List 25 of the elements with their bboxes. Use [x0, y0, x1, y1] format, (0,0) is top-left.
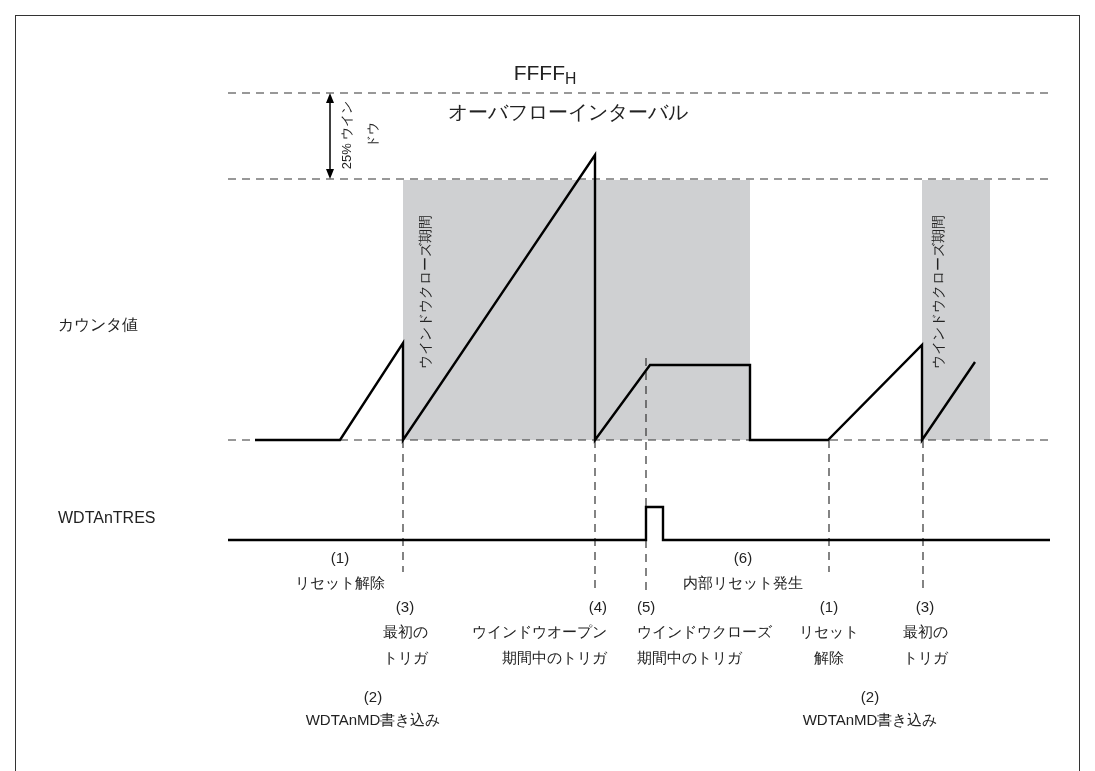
callout-number: (5): [637, 597, 656, 617]
callout-number: (1): [819, 597, 839, 617]
callout-number: (3): [915, 597, 935, 617]
event-label: 最初のトリガ: [901, 622, 949, 668]
period-label: ウインドウクローズ期間: [416, 215, 434, 369]
window-label: 25% ウインドウ: [338, 100, 381, 170]
signal-label: WDTAnTRES: [58, 508, 156, 528]
period-label: ウインドウクローズ期間: [929, 215, 947, 369]
event-label: WDTAnMD書き込み: [802, 710, 938, 730]
callout-number: (1): [330, 548, 350, 568]
callout-number: (6): [733, 548, 753, 568]
event-label: リセット解除: [798, 622, 860, 668]
callout-number: (4): [588, 597, 607, 617]
event-label: 最初のトリガ: [381, 622, 429, 668]
event-label: WDTAnMD書き込み: [305, 710, 441, 730]
event-label: リセット解除: [295, 573, 385, 593]
callout-number: (2): [860, 687, 880, 707]
callout-number: (3): [395, 597, 415, 617]
event-label: ウインドウオープン期間中のトリガ: [471, 622, 607, 668]
callout-number: (2): [363, 687, 383, 707]
interval-label: オーバフローインターバル: [448, 100, 688, 125]
level-label: FFFF$_{H}$: [513, 60, 577, 86]
event-label: ウインドウクローズ期間中のトリガ: [637, 622, 773, 668]
event-label: 内部リセット発生: [683, 573, 803, 593]
axis-label: カウンタ値: [58, 315, 138, 335]
